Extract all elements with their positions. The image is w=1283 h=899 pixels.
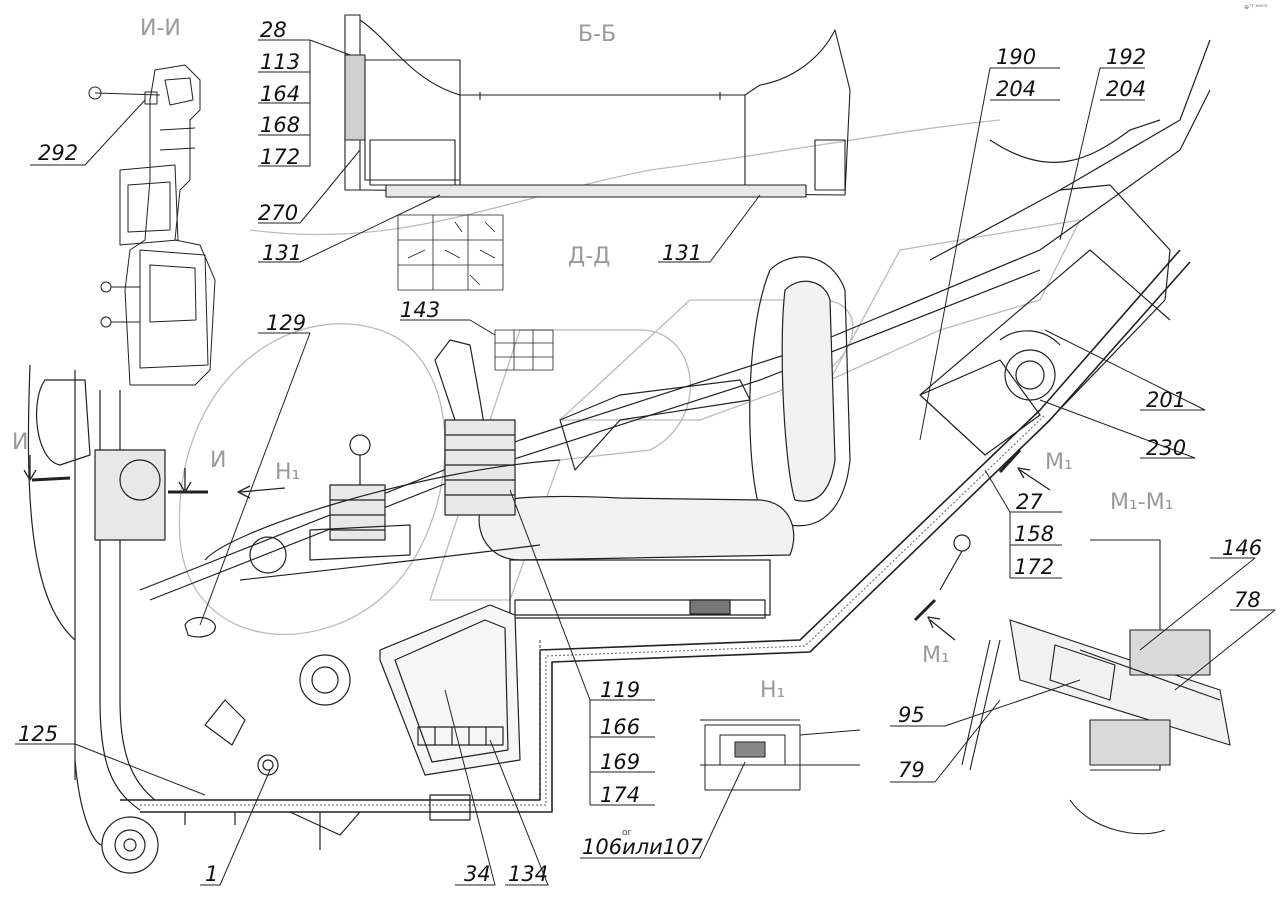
callout-204-b: 204 (1106, 77, 1147, 101)
callout-143: 143 (400, 298, 441, 322)
section-mark-m1-lower: М₁ (922, 643, 950, 668)
cab-body (27, 39, 1211, 874)
callout-169: 169 (600, 750, 641, 774)
section-mark-i-left: И (12, 430, 29, 455)
leader-lines (15, 39, 1276, 886)
callout-172-a: 172 (260, 145, 301, 169)
callout-164: 164 (260, 82, 301, 106)
callout-95: 95 (898, 703, 925, 727)
callout-172-b: 172 (1014, 555, 1055, 579)
callout-125: 125 (18, 722, 59, 746)
corner-tag: ⊕ᵀᵀ ⁹⁰⁸⁷⁶ (1244, 4, 1268, 11)
section-arrows (23, 455, 1051, 641)
callout-166: 166 (600, 715, 641, 739)
callout-201: 201 (1146, 388, 1187, 412)
icon-grid-131 (397, 214, 504, 291)
detail-bb (344, 14, 851, 198)
callout-204-a: 204 (996, 77, 1037, 101)
callout-1: 1 (205, 862, 219, 886)
section-mark-n1-upper: Н₁ (275, 460, 301, 485)
callout-113: 113 (260, 50, 301, 74)
callout-131-a: 131 (262, 241, 303, 265)
callout-134: 134 (508, 862, 549, 886)
callout-174: 174 (600, 783, 641, 807)
section-label-m1m1: М₁-М₁ (1110, 490, 1174, 515)
callout-131-b: 131 (662, 241, 703, 265)
callout-146: 146 (1222, 536, 1263, 560)
callout-119: 119 (600, 678, 641, 702)
callout-168: 168 (260, 113, 301, 137)
callout-79: 79 (898, 758, 925, 782)
tag-or: or (622, 828, 632, 838)
icon-grid-143 (494, 329, 554, 371)
section-label-bb: Б-Б (578, 22, 617, 47)
callout-129: 129 (266, 311, 307, 335)
callout-230: 230 (1146, 436, 1187, 460)
section-marks (31, 448, 1022, 622)
section-label-ii: И-И (140, 16, 181, 41)
callout-106-107: 106или107 (582, 835, 703, 859)
callout-34: 34 (464, 862, 491, 886)
callout-292: 292 (38, 141, 79, 165)
callout-192: 192 (1106, 45, 1147, 69)
detail-m1m1 (961, 539, 1231, 835)
callout-78: 78 (1234, 588, 1261, 612)
section-label-dd: Д-Д (568, 244, 611, 269)
callout-270: 270 (258, 201, 299, 225)
callout-190: 190 (996, 45, 1037, 69)
section-mark-n1-lower: Н₁ (760, 678, 786, 703)
callout-158: 158 (1014, 522, 1055, 546)
detail-106 (700, 719, 861, 791)
callout-28: 28 (260, 18, 287, 42)
section-mark-m1-upper: М₁ (1045, 450, 1073, 475)
detail-ii (88, 64, 216, 386)
section-mark-i-right: И (210, 448, 227, 473)
callout-27: 27 (1016, 490, 1043, 514)
